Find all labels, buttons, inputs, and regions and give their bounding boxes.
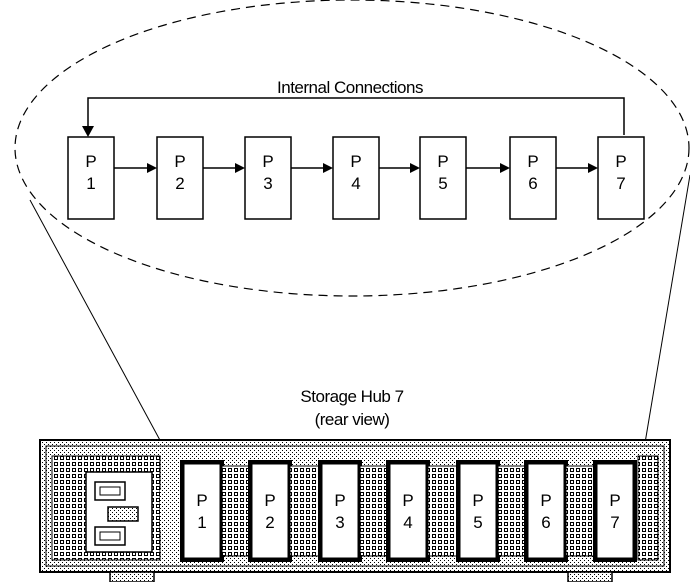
rack-port-prefix: P <box>540 491 551 510</box>
port-box-number: 6 <box>528 174 537 193</box>
hub-title: Storage Hub 7 <box>300 387 403 406</box>
rack-port-vent-4 <box>359 465 389 557</box>
rack-port-number: 4 <box>403 513 412 532</box>
rack-port-7[interactable]: P7 <box>593 460 637 562</box>
rack-port-3[interactable]: P3 <box>318 460 362 562</box>
rack-port-slot <box>321 463 359 559</box>
rack-port-number: 6 <box>541 513 550 532</box>
port-box-prefix: P <box>437 152 448 171</box>
port-box-prefix: P <box>262 152 273 171</box>
rack-port-prefix: P <box>264 491 275 510</box>
port-box-number: 1 <box>86 174 95 193</box>
zoom-line-left <box>29 199 169 456</box>
port-box-frame <box>244 136 292 220</box>
loopback-arrowhead <box>82 126 94 137</box>
port-box-6: P6 <box>509 136 557 220</box>
chain-arrowhead-2 <box>235 163 245 173</box>
rack-port-vent-5 <box>427 465 459 557</box>
rack-port-prefix: P <box>609 491 620 510</box>
port-box-number: 4 <box>351 174 360 193</box>
rack-port-slot <box>389 463 427 559</box>
rack-port-number: 2 <box>265 513 274 532</box>
port-box-5: P5 <box>419 136 467 220</box>
rack-port-prefix: P <box>334 491 345 510</box>
rack-port-prefix: P <box>402 491 413 510</box>
port-box-4: P4 <box>332 136 380 220</box>
port-box-prefix: P <box>350 152 361 171</box>
rack-port-prefix: P <box>196 491 207 510</box>
rack-port-4[interactable]: P4 <box>386 460 430 562</box>
rack-port-number: 3 <box>335 513 344 532</box>
rack-port-slot <box>596 463 634 559</box>
chain-arrowhead-4 <box>410 163 420 173</box>
rack-port-number: 7 <box>610 513 619 532</box>
port-box-prefix: P <box>527 152 538 171</box>
vent-grid-right <box>637 455 659 561</box>
rack-foot-right <box>567 571 613 582</box>
zoom-line-right <box>642 174 690 456</box>
rack-port-prefix: P <box>472 491 483 510</box>
port-box-1: P1 <box>67 136 115 220</box>
rack-port-6[interactable]: P6 <box>524 460 568 562</box>
rack-port-vent-3 <box>289 465 321 557</box>
rack-port-2[interactable]: P2 <box>248 460 292 562</box>
chain-arrowhead-5 <box>500 163 510 173</box>
rack-inner-frame <box>45 445 665 567</box>
port-box-frame <box>67 136 115 220</box>
rack-port-vent-6 <box>497 465 527 557</box>
zoom-ellipse <box>14 0 690 297</box>
chain-arrowhead-6 <box>588 163 598 173</box>
rack-port-slot <box>251 463 289 559</box>
port-box-number: 7 <box>616 174 625 193</box>
rack-port-5[interactable]: P5 <box>456 460 500 562</box>
rack-port-vent-2 <box>221 465 251 557</box>
port-box-number: 3 <box>263 174 272 193</box>
chain-arrowhead-1 <box>147 163 157 173</box>
chain-arrowhead-3 <box>323 163 333 173</box>
rack-port-slot <box>459 463 497 559</box>
power-socket-inner <box>99 531 121 541</box>
connections-title: Internal Connections <box>277 78 423 97</box>
rack-port-vent-7 <box>565 465 596 557</box>
port-box-2: P2 <box>156 136 204 220</box>
port-box-frame <box>156 136 204 220</box>
port-box-prefix: P <box>85 152 96 171</box>
rack-port-slot <box>527 463 565 559</box>
port-box-frame <box>597 136 645 220</box>
port-box-prefix: P <box>174 152 185 171</box>
rack-port-slot <box>183 463 221 559</box>
port-box-number: 2 <box>175 174 184 193</box>
rack-foot-left <box>109 571 155 582</box>
port-box-frame <box>509 136 557 220</box>
port-box-frame <box>419 136 467 220</box>
port-box-7: P7 <box>597 136 645 220</box>
port-box-frame <box>332 136 380 220</box>
port-box-3: P3 <box>244 136 292 220</box>
power-switch-inner <box>99 486 121 496</box>
hub-model-marking <box>160 490 172 530</box>
port-box-number: 5 <box>438 174 447 193</box>
hub-subtitle: (rear view) <box>315 410 390 429</box>
power-connector-icon <box>107 506 139 522</box>
rack-port-number: 5 <box>473 513 482 532</box>
rack-port-1[interactable]: P1 <box>180 460 224 562</box>
loopback-connection <box>87 97 625 135</box>
port-box-prefix: P <box>615 152 626 171</box>
rack-port-number: 1 <box>197 513 206 532</box>
